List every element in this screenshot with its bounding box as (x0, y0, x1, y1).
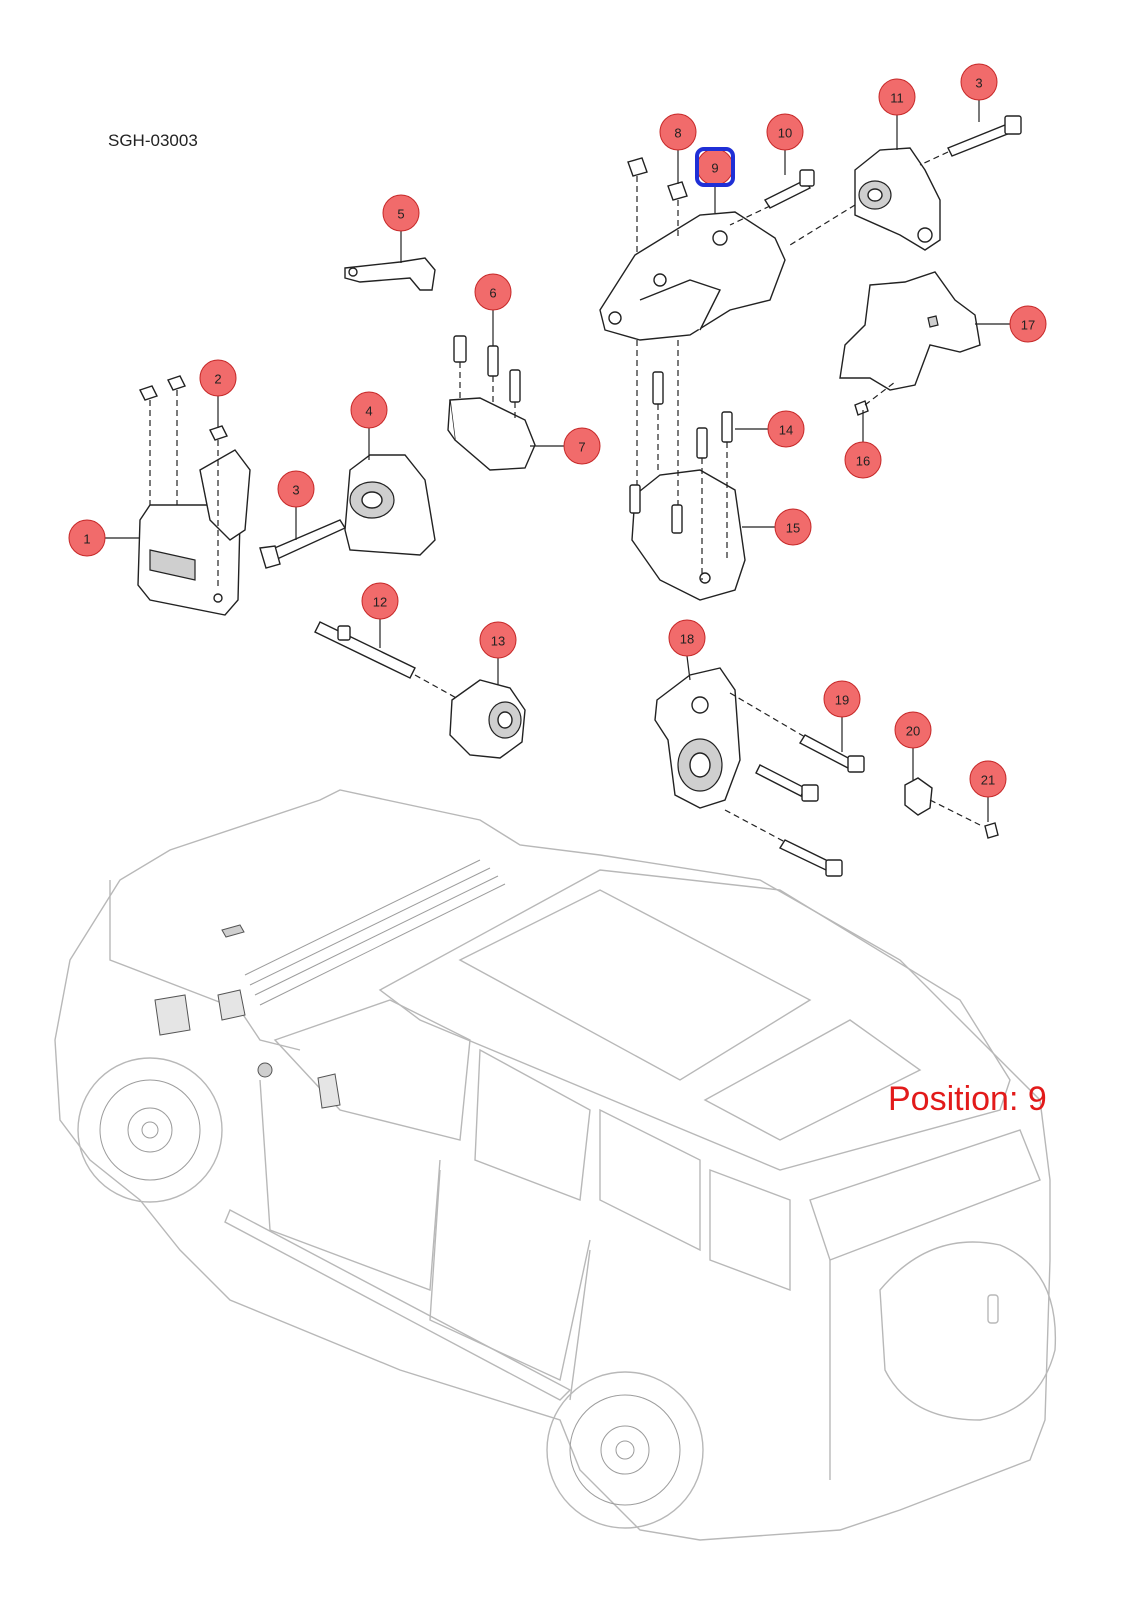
leader-lines (104, 100, 1010, 822)
callout-19[interactable]: 19 (823, 680, 861, 718)
part-16-screw (854, 381, 896, 416)
callout-12[interactable]: 12 (361, 582, 399, 620)
part-17-shield (839, 271, 981, 391)
svg-text:2: 2 (214, 372, 221, 387)
callout-3-left[interactable]: 3 (277, 470, 315, 508)
callout-9-highlight (695, 147, 735, 187)
part-11-mount (854, 147, 941, 251)
callout-7[interactable]: 7 (563, 427, 601, 465)
part-8-nuts (627, 157, 688, 255)
svg-text:7: 7 (578, 440, 585, 455)
svg-text:14: 14 (779, 423, 793, 438)
svg-text:6: 6 (489, 286, 496, 301)
callout-13[interactable]: 13 (479, 621, 517, 659)
svg-text:18: 18 (680, 632, 694, 647)
callout-17[interactable]: 17 (1009, 305, 1047, 343)
callout-8[interactable]: 8 (659, 113, 697, 151)
callout-9[interactable]: 9 (695, 147, 735, 187)
part-10-bolt (729, 169, 815, 226)
part-6-bolts (453, 335, 521, 420)
svg-text:21: 21 (981, 773, 995, 788)
callout-4[interactable]: 4 (350, 391, 388, 429)
callouts: 1 2 3 3 4 5 6 7 8 9 10 11 12 13 14 15 16… (68, 63, 1047, 798)
svg-text:10: 10 (778, 126, 792, 141)
callout-10[interactable]: 10 (766, 113, 804, 151)
part-20-bumper (904, 777, 981, 826)
svg-text:15: 15 (786, 521, 800, 536)
callout-5[interactable]: 5 (382, 194, 420, 232)
callout-16[interactable]: 16 (844, 441, 882, 479)
part-5-bracket (344, 257, 436, 291)
vehicle-illustration (54, 789, 1057, 1541)
part-19-bolts (724, 692, 865, 877)
svg-text:4: 4 (365, 404, 372, 419)
part-18-mount (654, 667, 741, 809)
part-21-screw (984, 822, 999, 839)
svg-text:20: 20 (906, 724, 920, 739)
part-1-nuts (139, 375, 186, 505)
callout-11[interactable]: 11 (878, 78, 916, 116)
part-14-bolts (696, 411, 733, 580)
callout-18[interactable]: 18 (668, 619, 706, 657)
callout-1[interactable]: 1 (68, 519, 106, 557)
part-9-bracket (599, 211, 786, 341)
part-15-mount (629, 469, 746, 601)
svg-text:12: 12 (373, 595, 387, 610)
part-4-mount (344, 454, 436, 556)
callout-2[interactable]: 2 (199, 359, 237, 397)
diagram-code: SGH-03003 (108, 131, 198, 150)
callout-20[interactable]: 20 (894, 711, 932, 749)
callout-21[interactable]: 21 (969, 760, 1007, 798)
svg-text:19: 19 (835, 693, 849, 708)
svg-text:9: 9 (711, 161, 718, 176)
part-3-bolt-right (789, 115, 1022, 246)
part-13-bushing (449, 679, 526, 759)
position-label: Position: 9 (888, 1080, 1047, 1118)
svg-text:5: 5 (397, 207, 404, 222)
svg-text:17: 17 (1021, 318, 1035, 333)
callout-14[interactable]: 14 (767, 410, 805, 448)
part-12-bolt (314, 621, 461, 701)
part-7-bracket (447, 397, 536, 471)
svg-text:13: 13 (491, 634, 505, 649)
callout-15[interactable]: 15 (774, 508, 812, 546)
part-1-mount (137, 449, 251, 616)
svg-text:11: 11 (890, 91, 904, 106)
svg-text:8: 8 (674, 126, 681, 141)
part-15-studs-dash (636, 340, 679, 505)
part-3-bolt-left (259, 519, 347, 569)
callout-3-top-right[interactable]: 3 (960, 63, 998, 101)
callout-6[interactable]: 6 (474, 273, 512, 311)
svg-text:3: 3 (975, 76, 982, 91)
svg-text:1: 1 (83, 532, 90, 547)
svg-text:16: 16 (856, 454, 870, 469)
svg-text:3: 3 (292, 483, 299, 498)
